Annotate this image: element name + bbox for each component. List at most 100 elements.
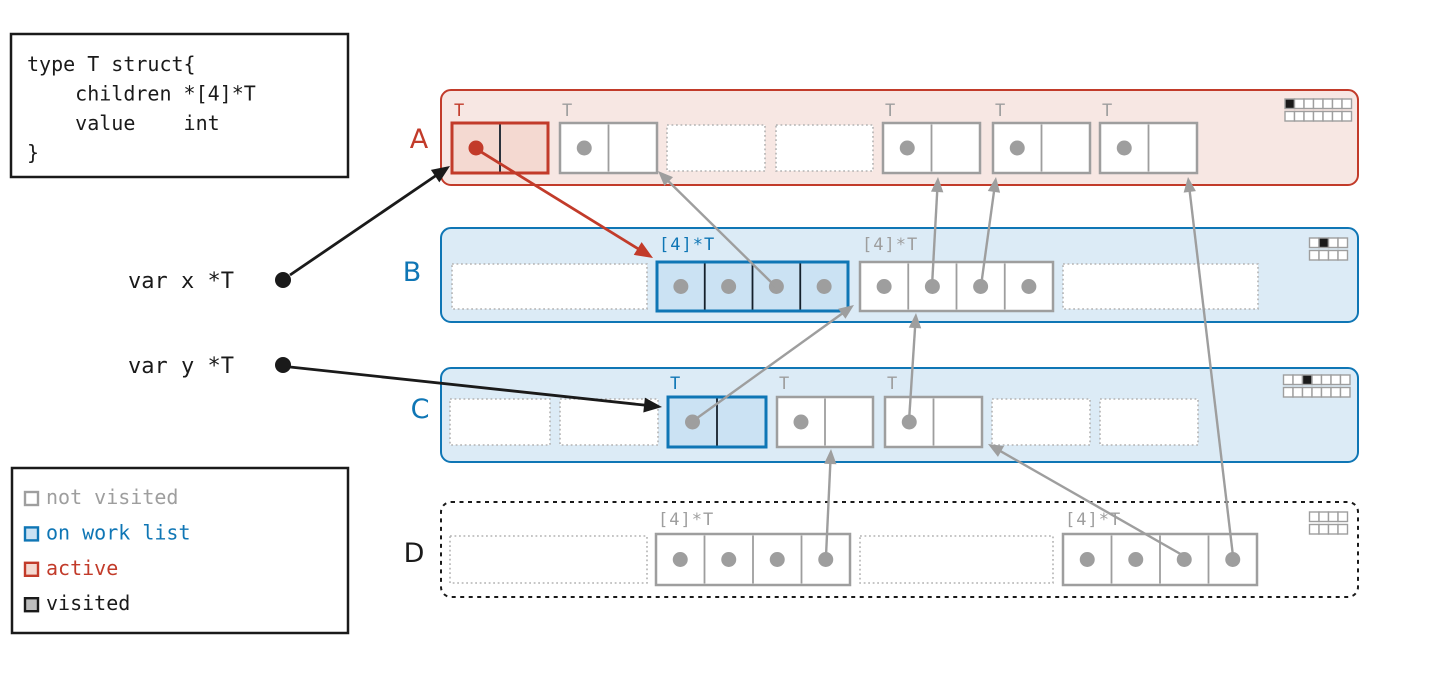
pointer-dot <box>1079 552 1095 567</box>
code-line: type T struct{ <box>27 52 196 76</box>
free-slot <box>559 398 659 446</box>
object-type-label: T <box>995 101 1006 121</box>
mark-bitmap-cell <box>1292 374 1304 386</box>
mark-bitmap-cell <box>1284 110 1296 122</box>
mark-bitmap-cell <box>1339 374 1351 386</box>
pointer-dot <box>721 279 737 294</box>
pointer-arrow-C3-to-B3 <box>692 311 845 422</box>
mark-bitmap-cell <box>1312 98 1324 110</box>
pointer-dot <box>1225 552 1241 567</box>
mark-bitmap-cell <box>1330 374 1342 386</box>
free-slot <box>666 124 766 172</box>
object-type-label: T <box>885 101 896 121</box>
span-label-B: B <box>403 257 422 288</box>
legend-swatch-active <box>23 561 40 577</box>
mark-bitmap-cell <box>1322 110 1334 122</box>
object-type-label: T <box>1102 101 1113 121</box>
free-slot <box>1099 398 1199 446</box>
var-pointer-dot <box>275 357 291 373</box>
mark-bitmap-cell <box>1341 98 1353 110</box>
mark-bitmap-cell <box>1284 98 1296 110</box>
mark-bitmap-cell <box>1311 386 1323 398</box>
pointer-dot <box>973 279 989 294</box>
mark-bitmap-cell <box>1327 523 1339 535</box>
pointer-dot <box>1128 552 1144 567</box>
object-type-label: [4]*T <box>659 235 715 255</box>
pointer-dot <box>769 552 785 567</box>
object-type-label: [4]*T <box>1065 510 1121 530</box>
pointer-arrow-D4-to-A7 <box>1188 189 1235 557</box>
pointer-dot <box>1021 279 1037 294</box>
pointer-arrow-D2-to-C4 <box>824 461 832 557</box>
free-slot <box>775 124 874 172</box>
free-slot <box>991 398 1091 446</box>
mark-bitmap-cell <box>1312 110 1324 122</box>
var-pointer-dot <box>275 272 291 288</box>
object-type-label: [4]*T <box>862 235 918 255</box>
free-slot <box>1062 263 1259 310</box>
mark-bitmap-cell <box>1337 511 1349 523</box>
mark-bitmap-cell <box>1308 249 1320 261</box>
mark-bitmap-cell <box>1318 523 1330 535</box>
pointer-arrow-B3-to-A6 <box>979 189 996 287</box>
pointer-arrow-A1-to-B2 <box>477 148 641 251</box>
mark-bitmap-cell <box>1337 249 1349 261</box>
mark-bitmap-cell <box>1337 237 1349 249</box>
pointer-arrowhead-D2-to-C4 <box>824 449 837 465</box>
mark-bitmap-cell <box>1311 374 1323 386</box>
pointer-dot <box>672 552 688 567</box>
mark-bitmap-cell <box>1292 386 1304 398</box>
mark-bitmap-cell <box>1320 374 1332 386</box>
var-label: var x *T <box>128 269 234 294</box>
pointer-arrow-C5-to-B3 <box>907 325 917 422</box>
object-type-label: T <box>887 374 898 394</box>
pointer-arrow-var-y-to-C3 <box>289 365 647 407</box>
mark-bitmap-cell <box>1322 98 1334 110</box>
code-line: } <box>27 141 39 165</box>
pointer-dot <box>816 279 832 294</box>
mark-bitmap-cell <box>1308 523 1320 535</box>
pointer-arrowhead-A1-to-B2 <box>633 242 653 258</box>
mark-bitmap-cell <box>1339 386 1351 398</box>
pointer-arrowhead-var-y-to-C3 <box>643 397 662 413</box>
pointer-arrowhead-B3-to-A5 <box>930 177 944 193</box>
mark-bitmap-cell <box>1320 386 1332 398</box>
mark-bitmap-cell <box>1330 386 1342 398</box>
code-line: value int <box>27 111 220 135</box>
pointer-dot <box>1116 140 1132 156</box>
pointer-dot <box>793 414 809 430</box>
mark-bitmap-cell <box>1331 110 1343 122</box>
pointer-dot <box>901 414 917 430</box>
legend-swatch-visited <box>23 597 40 613</box>
mark-bitmap-cell <box>1318 511 1330 523</box>
legend-swatch-on-work-list <box>23 526 40 542</box>
mark-bitmap-cell <box>1318 237 1330 249</box>
legend-label: on work list <box>46 520 191 544</box>
object-type-label: T <box>779 374 790 394</box>
pointer-dot <box>899 140 915 156</box>
mark-bitmap-cell <box>1308 511 1320 523</box>
mark-bitmap-cell <box>1327 249 1339 261</box>
pointer-dot <box>924 279 940 294</box>
pointer-arrowhead-D4-to-A7 <box>1183 177 1196 193</box>
span-label-C: C <box>411 394 430 425</box>
pointer-arrow-B2-to-A2 <box>666 179 777 288</box>
span-label-A: A <box>410 124 429 155</box>
pointer-arrow-var-x-to-A1 <box>289 173 438 277</box>
legend-box <box>10 466 350 635</box>
pointer-dot <box>818 552 834 567</box>
pointer-arrowhead-B2-to-A2 <box>658 171 674 186</box>
pointer-dot <box>721 552 737 567</box>
pointer-arrowhead-D4-to-C5 <box>988 444 1005 457</box>
pointer-arrowhead-B3-to-A6 <box>987 177 1001 193</box>
mark-bitmap-cell <box>1308 237 1320 249</box>
pointer-dot <box>1176 552 1192 567</box>
pointer-dot <box>673 279 689 294</box>
legend-swatch-not-visited <box>23 490 40 507</box>
pointer-dot <box>876 279 892 294</box>
object-type-label: T <box>562 101 573 121</box>
mark-bitmap-cell <box>1282 374 1294 386</box>
pointer-arrow-D4-to-C5 <box>998 449 1185 558</box>
